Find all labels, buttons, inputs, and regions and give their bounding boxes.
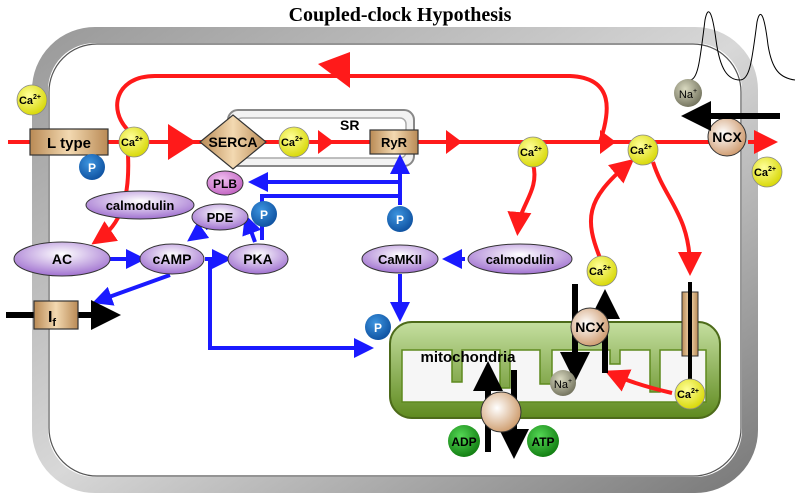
calcium-ion-mito-efflux: Ca2+ — [586, 255, 618, 287]
svg-text:Ca2+: Ca2+ — [281, 136, 303, 149]
svg-text:L type: L type — [47, 135, 91, 152]
flux-arrow-4 — [600, 130, 616, 154]
svg-text:calmodulin: calmodulin — [486, 252, 555, 267]
svg-text:RyR: RyR — [381, 135, 408, 150]
phosphate-mitochondria: P — [365, 314, 391, 340]
calcium-ion-mito-matrix: Ca2+ — [674, 378, 706, 410]
calcium-ion-sr: Ca2+ — [278, 126, 310, 158]
svg-text:PKA: PKA — [243, 251, 273, 267]
plb[interactable]: PLB — [206, 170, 244, 196]
adp-molecule: ADP — [448, 425, 480, 457]
flux-arrow-2 — [318, 130, 334, 154]
pde[interactable]: PDE — [191, 203, 249, 231]
svg-text:P: P — [374, 321, 382, 335]
calmodulin-right[interactable]: calmodulin — [467, 243, 573, 275]
svg-text:PLB: PLB — [213, 177, 237, 191]
phosphate-ltype: P — [79, 154, 105, 180]
serca-pump[interactable]: SERCA — [199, 114, 267, 170]
action-potential-trace — [689, 11, 796, 81]
svg-text:Ca2+: Ca2+ — [754, 166, 776, 179]
svg-text:AC: AC — [52, 251, 72, 267]
ryr-channel[interactable]: RyR — [369, 129, 419, 155]
svg-text:ATP: ATP — [531, 435, 554, 449]
camkii[interactable]: CaMKII — [361, 244, 439, 274]
svg-text:Ca2+: Ca2+ — [19, 94, 41, 107]
svg-text:NCX: NCX — [575, 319, 605, 335]
mito-uniporter-channel[interactable] — [681, 282, 699, 380]
phosphate-pka: P — [251, 201, 277, 227]
svg-text:If: If — [48, 309, 56, 329]
ncx-exchanger-mitochondria[interactable]: NCX — [570, 307, 610, 347]
ncx-exchanger-membrane[interactable]: NCX — [707, 117, 747, 157]
pka[interactable]: PKA — [227, 243, 289, 275]
svg-text:Ca2+: Ca2+ — [121, 136, 143, 149]
ac[interactable]: AC — [13, 241, 111, 277]
mitochondria-label: mitochondria — [420, 349, 516, 366]
flux-arrow-3 — [446, 130, 462, 154]
svg-text:Ca2+: Ca2+ — [677, 388, 699, 401]
calcium-ion-ltype: Ca2+ — [118, 126, 150, 158]
sodium-ion-mitochondria: Na+ — [550, 370, 576, 396]
atp-synthase[interactable] — [473, 361, 529, 459]
svg-text:Na+: Na+ — [554, 378, 572, 391]
svg-text:PDE: PDE — [207, 210, 234, 225]
calmodulin-left[interactable]: calmodulin — [85, 190, 195, 220]
camp[interactable]: cAMP — [139, 243, 205, 275]
flux-arrow-return — [318, 52, 350, 88]
signaling-arrows — [92, 154, 465, 358]
phosphate-camkii: P — [387, 206, 413, 232]
calcium-ion-cytosol: Ca2+ — [517, 136, 549, 168]
sodium-ion-extracellular: Na+ — [674, 79, 702, 107]
funny-current-channel[interactable]: If — [6, 300, 121, 330]
sr-label: SR — [340, 117, 359, 133]
svg-text:ADP: ADP — [451, 435, 476, 449]
calcium-ion-extracellular-right: Ca2+ — [751, 156, 783, 188]
atp-molecule: ATP — [527, 425, 559, 457]
svg-text:NCX: NCX — [712, 129, 742, 145]
svg-text:P: P — [396, 213, 404, 227]
svg-text:CaMKII: CaMKII — [378, 252, 422, 267]
svg-text:Na+: Na+ — [679, 88, 697, 101]
l-type-channel[interactable]: L type — [29, 128, 109, 156]
svg-text:P: P — [260, 208, 268, 222]
calcium-ion-cytosol-right: Ca2+ — [627, 134, 659, 166]
svg-text:SERCA: SERCA — [208, 134, 257, 150]
svg-text:Ca2+: Ca2+ — [520, 146, 542, 159]
svg-text:Ca2+: Ca2+ — [630, 144, 652, 157]
diagram-title: Coupled-clock Hypothesis — [288, 4, 512, 26]
flux-arrow-1 — [168, 124, 196, 160]
svg-text:Ca2+: Ca2+ — [589, 265, 611, 278]
svg-text:cAMP: cAMP — [153, 251, 192, 267]
svg-text:P: P — [88, 161, 96, 175]
svg-text:calmodulin: calmodulin — [106, 198, 175, 213]
mitochondria — [389, 321, 721, 419]
calcium-ion-extracellular-left: Ca2+ — [16, 84, 48, 116]
